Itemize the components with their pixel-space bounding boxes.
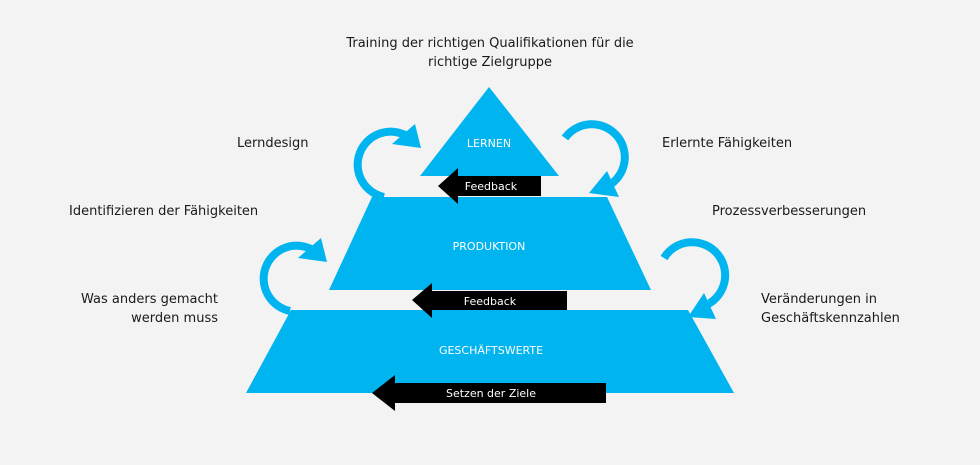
tier-top-label: LERNEN xyxy=(467,137,511,150)
feedback-top-arrow xyxy=(438,168,541,204)
goals-arrow xyxy=(372,375,606,411)
goals-label: Setzen der Ziele xyxy=(446,387,536,400)
feedback-top-label: Feedback xyxy=(465,180,518,193)
feedback-middle-label: Feedback xyxy=(464,295,517,308)
cycle-arrow-middle-right-icon xyxy=(660,238,730,319)
tier-middle-shape xyxy=(329,197,651,290)
label-was-anders: Was anders gemacht werden muss xyxy=(81,292,218,326)
label-erlernte-faehigkeiten: Erlernte Fähigkeiten xyxy=(662,136,793,151)
tier-bottom-label: GESCHÄFTSWERTE xyxy=(439,344,543,357)
label-prozessverbesserungen: Prozessverbesserungen xyxy=(712,204,867,219)
tier-top-shape xyxy=(420,87,559,176)
label-identifizieren: Identifizieren der Fähigkeiten xyxy=(69,204,259,219)
cycle-arrow-top-right-icon xyxy=(561,120,629,197)
label-veraenderungen: Veränderungen in Geschäftskennzahlen xyxy=(761,292,900,326)
diagram-title: Training der richtigen Qualifikationen f… xyxy=(346,36,634,70)
cycle-arrow-top-left-icon xyxy=(353,124,421,201)
tier-bottom-shape xyxy=(246,310,734,393)
label-lerndesign: Lerndesign xyxy=(237,136,309,151)
tier-middle-label: PRODUKTION xyxy=(453,240,526,253)
cycle-arrow-middle-left-icon xyxy=(259,238,327,315)
feedback-middle-arrow xyxy=(412,283,567,318)
